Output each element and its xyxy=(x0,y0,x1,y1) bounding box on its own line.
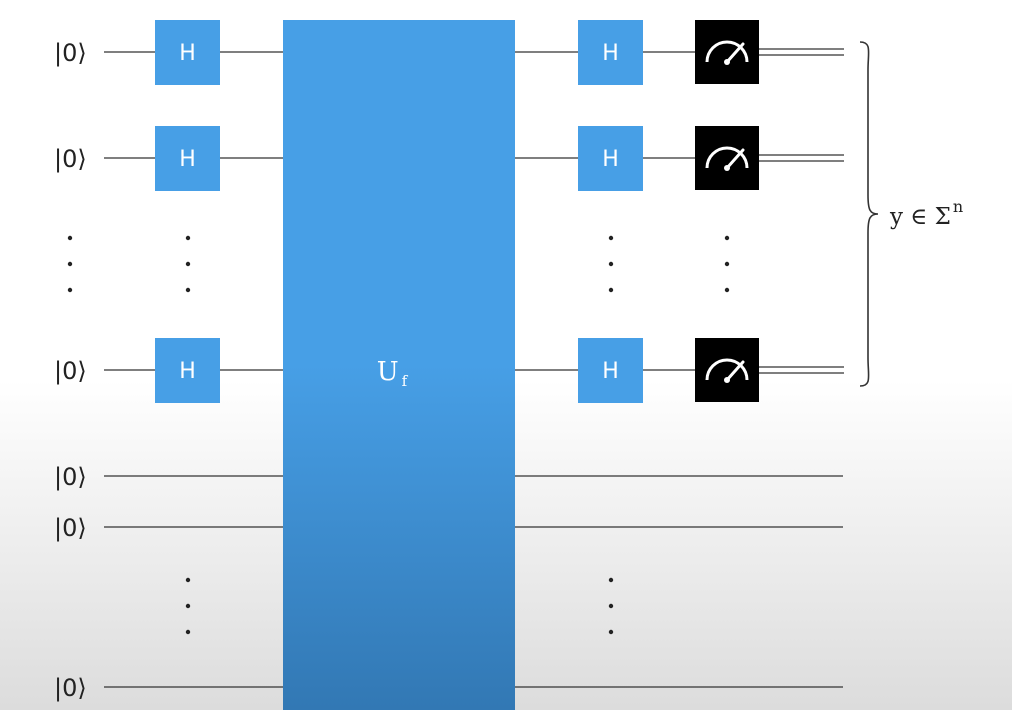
hadamard-gate-box xyxy=(578,338,643,403)
input-ket-4: |0⟩ xyxy=(54,463,87,491)
vertical-ellipsis-kets xyxy=(67,235,73,293)
hadamard-gate-box xyxy=(155,126,220,191)
hadamard-gate-box xyxy=(155,338,220,403)
hadamard-label: H xyxy=(602,41,619,66)
brace-icon xyxy=(859,41,879,387)
oracle-gate-box xyxy=(283,20,515,710)
measurement-gate-box xyxy=(695,338,759,402)
meter-icon xyxy=(705,146,749,171)
output-label-main: y ∈ Σ xyxy=(889,204,951,230)
hadamard-label: H xyxy=(179,359,196,384)
vertical-ellipsis-ancilla-left xyxy=(185,577,191,635)
hadamard-gate: H xyxy=(155,126,220,191)
hadamard-label: H xyxy=(179,147,196,172)
meter-icon xyxy=(705,358,749,383)
hadamard-label: H xyxy=(602,147,619,172)
hadamard-gate-box xyxy=(578,20,643,85)
hadamard-column-right: H H H xyxy=(578,20,643,403)
input-kets: |0⟩ |0⟩ |0⟩ |0⟩ |0⟩ |0⟩ xyxy=(54,39,87,702)
hadamard-gate: H xyxy=(578,20,643,85)
output-label-superscript: n xyxy=(953,197,963,216)
hadamard-gate: H xyxy=(578,126,643,191)
vertical-ellipsis-meters xyxy=(724,235,730,293)
classical-wires xyxy=(758,48,844,374)
hadamard-gate-box xyxy=(155,20,220,85)
measurement-gate xyxy=(695,338,759,402)
oracle-label-main: U xyxy=(377,357,399,387)
measurement-gate-box xyxy=(695,126,759,190)
hadamard-label: H xyxy=(179,41,196,66)
measurement-column xyxy=(695,20,759,402)
vertical-ellipsis-h-left xyxy=(185,235,191,293)
meter-icon xyxy=(705,40,749,65)
input-ket-3: |0⟩ xyxy=(54,357,87,385)
hadamard-label: H xyxy=(602,359,619,384)
vertical-ellipsis-ancilla-right xyxy=(608,577,614,635)
hadamard-column-left: H H H xyxy=(155,20,220,403)
measurement-gate xyxy=(695,126,759,190)
vertical-ellipsis-h-right xyxy=(608,235,614,293)
ellipsis-dots xyxy=(67,235,730,635)
input-ket-2: |0⟩ xyxy=(54,145,87,173)
measurement-gate xyxy=(695,20,759,84)
hadamard-gate: H xyxy=(155,338,220,403)
hadamard-gate: H xyxy=(578,338,643,403)
hadamard-gate-box xyxy=(578,126,643,191)
input-ket-1: |0⟩ xyxy=(54,39,87,67)
oracle-label-subscript: f xyxy=(402,372,409,390)
hadamard-gate: H xyxy=(155,20,220,85)
input-ket-5: |0⟩ xyxy=(54,514,87,542)
measurement-gate-box xyxy=(695,20,759,84)
input-ket-6: |0⟩ xyxy=(54,674,87,702)
